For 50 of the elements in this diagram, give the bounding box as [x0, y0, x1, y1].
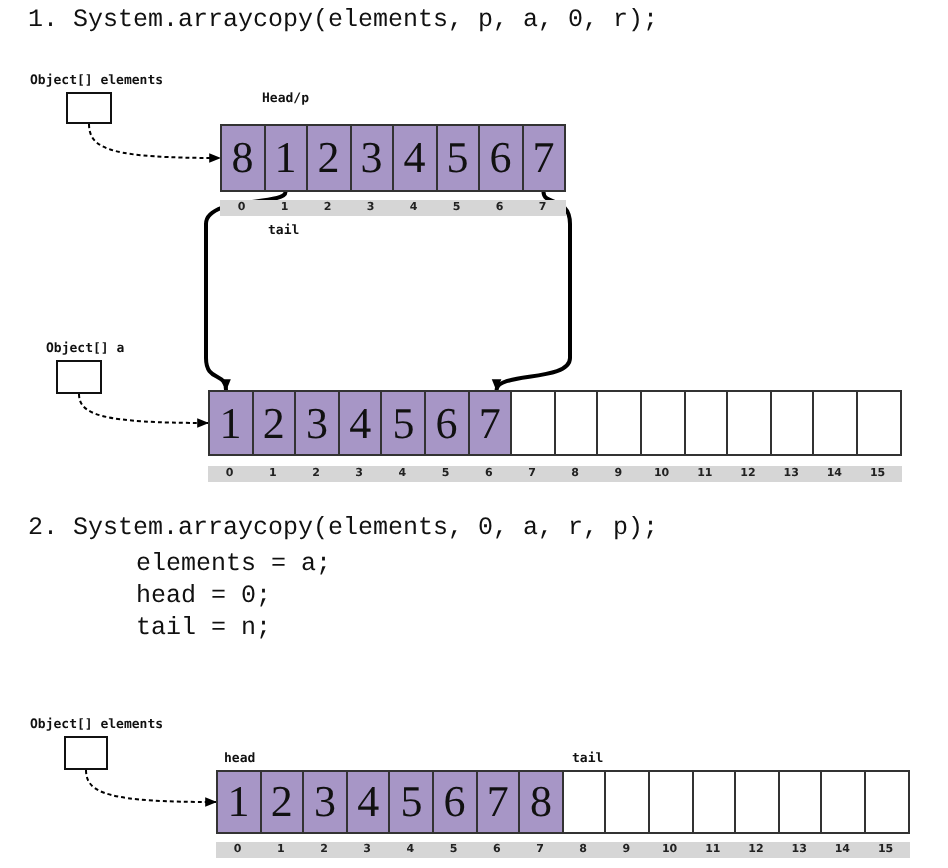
- array-cell: [691, 770, 737, 834]
- array-cell: 1: [216, 770, 262, 834]
- array-cell: [769, 390, 815, 456]
- array-cell: 6: [478, 124, 523, 192]
- array-cell: [777, 770, 823, 834]
- array-cell: 4: [345, 770, 391, 834]
- arrow: [88, 123, 222, 163]
- array-cell: 3: [294, 390, 340, 456]
- array-cell: 5: [388, 770, 434, 834]
- array-cell: [604, 770, 650, 834]
- array-cell: [864, 770, 910, 834]
- arrow: [78, 393, 210, 428]
- array-cell: 5: [435, 124, 480, 192]
- code-line: 1. System.arraycopy(elements, p, a, 0, r);: [28, 6, 659, 34]
- array-cell: [820, 770, 866, 834]
- array-cell: [553, 390, 599, 456]
- array-cell: 1: [208, 390, 254, 456]
- array-cell: 3: [349, 124, 394, 192]
- array-cell: [510, 390, 556, 456]
- array-cell: 4: [337, 390, 383, 456]
- array-cell: 5: [380, 390, 426, 456]
- array-cell: [596, 390, 642, 456]
- code-line: head = 0;: [136, 582, 272, 610]
- array-cell: 8: [518, 770, 564, 834]
- array-cell: 2: [251, 390, 297, 456]
- array-cell: 2: [259, 770, 305, 834]
- array-cell: [648, 770, 694, 834]
- code-line: tail = n;: [136, 614, 272, 642]
- array-cell: 7: [475, 770, 521, 834]
- array-cell: 3: [302, 770, 348, 834]
- array-cell: [640, 390, 686, 456]
- arrow: [204, 191, 288, 392]
- array-cell: 7: [521, 124, 566, 192]
- array-cell: [561, 770, 607, 834]
- code-line: elements = a;: [136, 550, 332, 578]
- array-cell: [726, 390, 772, 456]
- code-line: 2. System.arraycopy(elements, 0, a, r, p);: [28, 514, 659, 542]
- arrow: [85, 769, 218, 807]
- array-cell: 6: [432, 770, 478, 834]
- array-cell: 8: [220, 124, 265, 192]
- arrow: [494, 191, 572, 392]
- array-cell: [812, 390, 858, 456]
- array-cell: [856, 390, 902, 456]
- array-cell: 2: [306, 124, 351, 192]
- array-cell: 1: [263, 124, 308, 192]
- array-cell: 6: [424, 390, 470, 456]
- array-cell: [734, 770, 780, 834]
- array-cell: 7: [467, 390, 513, 456]
- array-cell: [683, 390, 729, 456]
- array-cell: 4: [392, 124, 437, 192]
